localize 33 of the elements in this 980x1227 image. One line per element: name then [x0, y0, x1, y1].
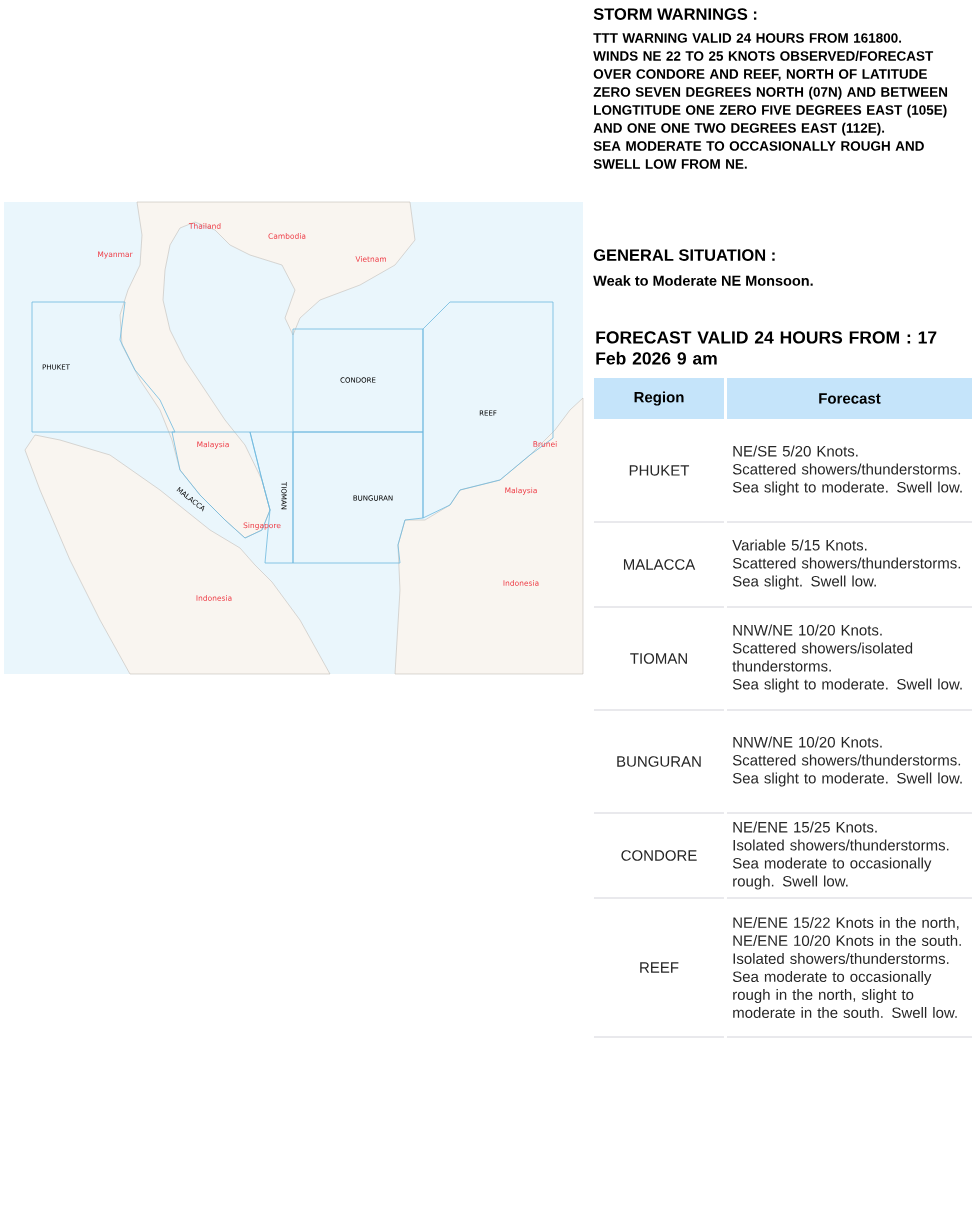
- forecast-text: Sea slight. Swell low.: [732, 575, 876, 590]
- warning-text: TTT WARNING VALID 24 HOURS FROM 161800.: [593, 33, 902, 43]
- forecast-text: NE/ENE 15/22 Knots in the north, NE/ENE 10/20 Knots in the south.: [733, 917, 961, 946]
- forecast-text: Scattered showers/thunderstorms.: [732, 754, 961, 766]
- forecast-text: Scattered showers/isolated thunderstorms.: [732, 642, 913, 672]
- section-heading: STORM WARNINGS :: [593, 8, 757, 20]
- forecast-text: Isolated showers/thunderstorms.: [733, 839, 949, 851]
- forecast-text: Sea moderate to occasionally rough. Swell low.: [732, 857, 932, 890]
- header-cell: Region: [594, 378, 724, 419]
- region-name: CONDORE: [621, 850, 697, 861]
- forecast-text: Sea slight to moderate. Swell low.: [732, 678, 962, 693]
- forecast-text: NE/SE 5/20 Knots.: [733, 445, 858, 457]
- forecast-text: Variable 5/15 Knots.: [732, 539, 867, 551]
- situation-text: Weak to Moderate NE Monsoon.: [593, 275, 813, 286]
- region-name: TIOMAN: [630, 653, 687, 664]
- warning-text: SEA MODERATE TO OCCASIONALLY ROUGH AND SWELL LOW FROM NE.: [593, 141, 924, 169]
- forecast-text: NE/ENE 15/25 Knots.: [733, 821, 877, 833]
- table-title: FORECAST VALID 24 HOURS FROM : 17 Feb 2026 9 am: [596, 331, 937, 365]
- region-name: PHUKET: [629, 465, 690, 476]
- forecast-text: NNW/NE 10/20 Knots.: [733, 624, 882, 636]
- forecast-text: Sea moderate to occasionally rough in the north, slight to moderate in the south. Swell low.: [732, 971, 957, 1018]
- forecast-text: Sea slight to moderate. Swell low.: [732, 772, 962, 787]
- region-name: MALACCA: [623, 559, 696, 570]
- forecast-text: Isolated showers/thunderstorms.: [733, 953, 949, 964]
- forecast-text: Scattered showers/thunderstorms.: [732, 463, 961, 475]
- warning-text: WINDS NE 22 TO 25 KNOTS OBSERVED/FORECAST OVER CONDORE AND REEF, NORTH OF LATITUDE ZERO SEVEN DEGREES NORTH (07N) AND BETWEEN LONGTITUDE ONE ZERO FIVE DEGREES EAST (105E) AND ONE ONE TWO DEGREES EAST (112E).: [593, 50, 948, 136]
- region-name: REEF: [640, 962, 679, 973]
- header-cell: Forecast: [727, 378, 972, 419]
- section-heading: GENERAL SITUATION :: [593, 249, 775, 261]
- region-name: BUNGURAN: [617, 756, 701, 767]
- forecast-text: NNW/NE 10/20 Knots.: [733, 736, 882, 748]
- forecast-text: Sea slight to moderate. Swell low.: [732, 481, 962, 496]
- forecast-text: Scattered showers/thunderstorms.: [732, 557, 961, 569]
